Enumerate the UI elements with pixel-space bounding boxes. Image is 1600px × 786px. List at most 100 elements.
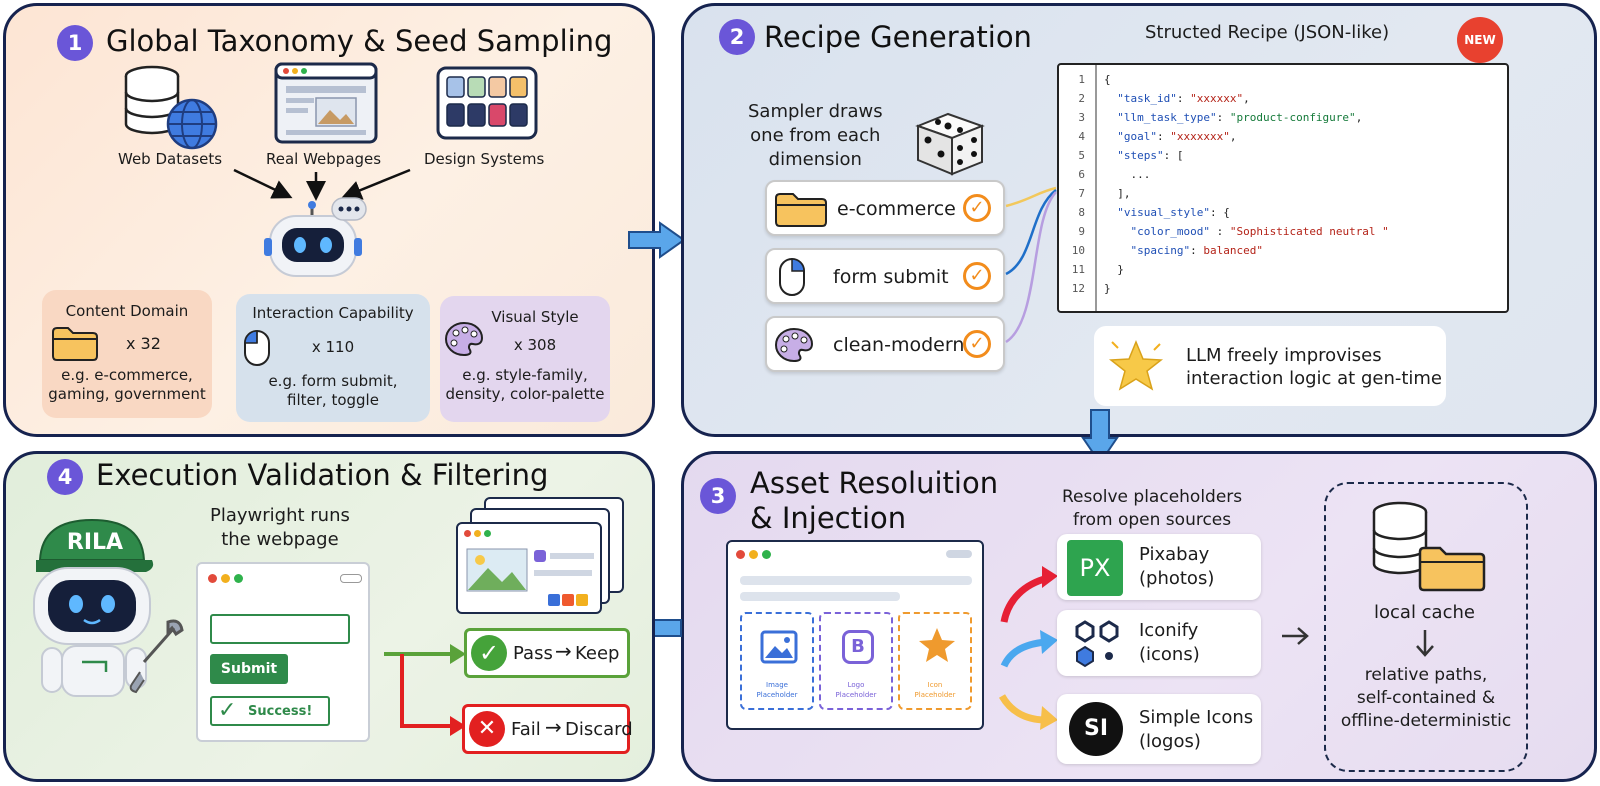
code-line: }	[1104, 263, 1124, 276]
code-line: "color_mood" : "Sophisticated neutral "	[1130, 225, 1389, 238]
dimension-title: Content Domain	[65, 302, 189, 320]
code-line: "task_id": "xxxxxx",	[1117, 92, 1250, 105]
fail-x-icon: ✕	[469, 711, 505, 747]
window-dot-green	[762, 550, 771, 559]
robot-icon	[264, 197, 367, 277]
sampler-text: Sampler draws one from each dimension	[748, 101, 883, 170]
dimension-card-interaction-capability: Interaction Capability x 110 e.g. form s…	[236, 294, 430, 422]
window-dot-green	[484, 530, 491, 537]
database-folder-icon	[1372, 501, 1486, 592]
code-line: }	[1104, 282, 1111, 295]
dimension-example: e.g. e-commerce, gaming, government	[48, 366, 206, 403]
dimension-example: e.g. style-family, density, color-palett…	[445, 366, 605, 403]
line-number: 9	[1078, 225, 1085, 238]
resolve-text: Resolve placeholders from open sources	[1062, 487, 1243, 530]
source-card-iconify: Iconify (icons)	[1057, 610, 1261, 676]
pass-keep-box: ✓ Pass → Keep	[464, 628, 630, 678]
line-number: 4	[1078, 130, 1085, 143]
window-dot-red	[736, 550, 745, 559]
sampled-dimension-visual-style: clean-modern ✓	[765, 316, 1005, 372]
keep-label: Keep	[575, 643, 620, 664]
robot-cap-text: RILA	[66, 530, 124, 555]
dimension-title: Interaction Capability	[252, 304, 414, 322]
line-number: 8	[1078, 206, 1085, 219]
image-icon	[760, 630, 798, 664]
window-dot-green	[234, 574, 243, 583]
dimension-count: x 110	[311, 338, 355, 356]
sampled-value: clean-modern	[833, 334, 965, 356]
source-arrows	[233, 168, 411, 201]
database-globe-icon	[124, 65, 218, 150]
image-placeholder: Image Placeholder	[740, 612, 814, 710]
line-number: 1	[1078, 73, 1085, 86]
submit-button: Submit	[210, 654, 288, 684]
pass-fail-arrows	[384, 644, 466, 736]
window-bar	[340, 574, 362, 583]
window-dot-yellow	[474, 530, 481, 537]
success-text: Success!	[248, 704, 313, 719]
line-number: 12	[1071, 282, 1085, 295]
window-dot-red	[464, 530, 471, 537]
check-icon: ✓	[963, 330, 991, 358]
flow-arrow-down	[1081, 409, 1119, 465]
content-line	[740, 576, 972, 585]
arrow-down-icon	[1416, 630, 1434, 657]
simple-icons-logo: SI	[1069, 702, 1123, 756]
form-input-field	[210, 614, 350, 644]
gutter-divider	[1095, 65, 1097, 311]
palette-icon	[774, 327, 814, 363]
pass-check-icon: ✓	[471, 635, 507, 671]
code-line: {	[1104, 73, 1111, 86]
step-number-badge: 4	[47, 459, 83, 495]
mouse-icon	[779, 258, 805, 296]
source-label-real-webpages: Real Webpages	[266, 150, 382, 168]
source-name: Iconify (icons)	[1139, 620, 1200, 665]
step-number-badge: 1	[57, 25, 93, 61]
window-dot-yellow	[221, 574, 230, 583]
preview-swatch	[576, 594, 588, 606]
landscape-image-icon	[466, 548, 528, 592]
sampled-value: form submit	[833, 266, 949, 288]
sampled-dimension-interaction: form submit ✓	[765, 248, 1005, 304]
panel-title: Execution Validation & Filtering	[96, 458, 549, 492]
runner-text: Playwright runs the webpage	[210, 505, 350, 550]
source-card-simple-icons: SI Simple Icons (logos)	[1057, 694, 1261, 764]
placeholder-label: Icon Placeholder	[914, 681, 956, 699]
dimension-card-content-domain: Content Domain x 32 e.g. e-commerce, gam…	[42, 290, 212, 418]
preview-swatch	[548, 594, 560, 606]
dimension-card-visual-style: Visual Style x 308 e.g. style-family, de…	[440, 296, 610, 422]
line-number: 2	[1078, 92, 1085, 105]
panel-title: Global Taxonomy & Seed Sampling	[106, 24, 613, 58]
webpage-icon	[274, 62, 378, 144]
source-label-web-datasets: Web Datasets	[118, 150, 223, 168]
dimension-title: Visual Style	[491, 308, 579, 326]
icon-placeholder: Icon Placeholder	[898, 612, 972, 710]
arrow-right-icon: →	[555, 639, 572, 663]
code-line: "visual_style": {	[1117, 206, 1230, 219]
pixabay-logo: PX	[1067, 540, 1123, 596]
line-number: 6	[1078, 168, 1085, 181]
fail-label: Fail	[511, 719, 541, 740]
arrow-right-icon	[1282, 627, 1309, 645]
palette-icon	[444, 321, 484, 356]
code-line: "llm_task_type": "product-configure",	[1117, 111, 1363, 124]
new-badge: NEW	[1457, 17, 1503, 63]
cache-result-text: relative paths, self-contained & offline…	[1340, 665, 1512, 731]
recipe-code-block: 1 { 2 "task_id": "xxxxxx", 3 "llm_task_t…	[1057, 63, 1509, 313]
sampled-value: e-commerce	[837, 198, 956, 220]
fail-discard-box: ✕ Fail → Discard	[462, 704, 633, 754]
line-number: 11	[1071, 263, 1085, 276]
iconify-logo	[1075, 620, 1119, 668]
test-browser-window: Submit ✓ Success!	[196, 562, 370, 742]
folder-icon	[775, 193, 827, 227]
code-line: "goal": "xxxxxxx",	[1117, 130, 1237, 143]
line-number: 3	[1078, 111, 1085, 124]
content-line	[534, 570, 592, 576]
step-number-badge: 2	[719, 19, 755, 55]
dimension-count: x 308	[513, 336, 557, 354]
source-name: Pixabay (photos)	[1139, 544, 1215, 589]
logo-placeholder: B Logo Placeholder	[819, 612, 893, 710]
line-number: 10	[1071, 244, 1085, 257]
placeholder-label: Logo Placeholder	[835, 681, 877, 699]
step-number-badge: 3	[700, 478, 736, 514]
